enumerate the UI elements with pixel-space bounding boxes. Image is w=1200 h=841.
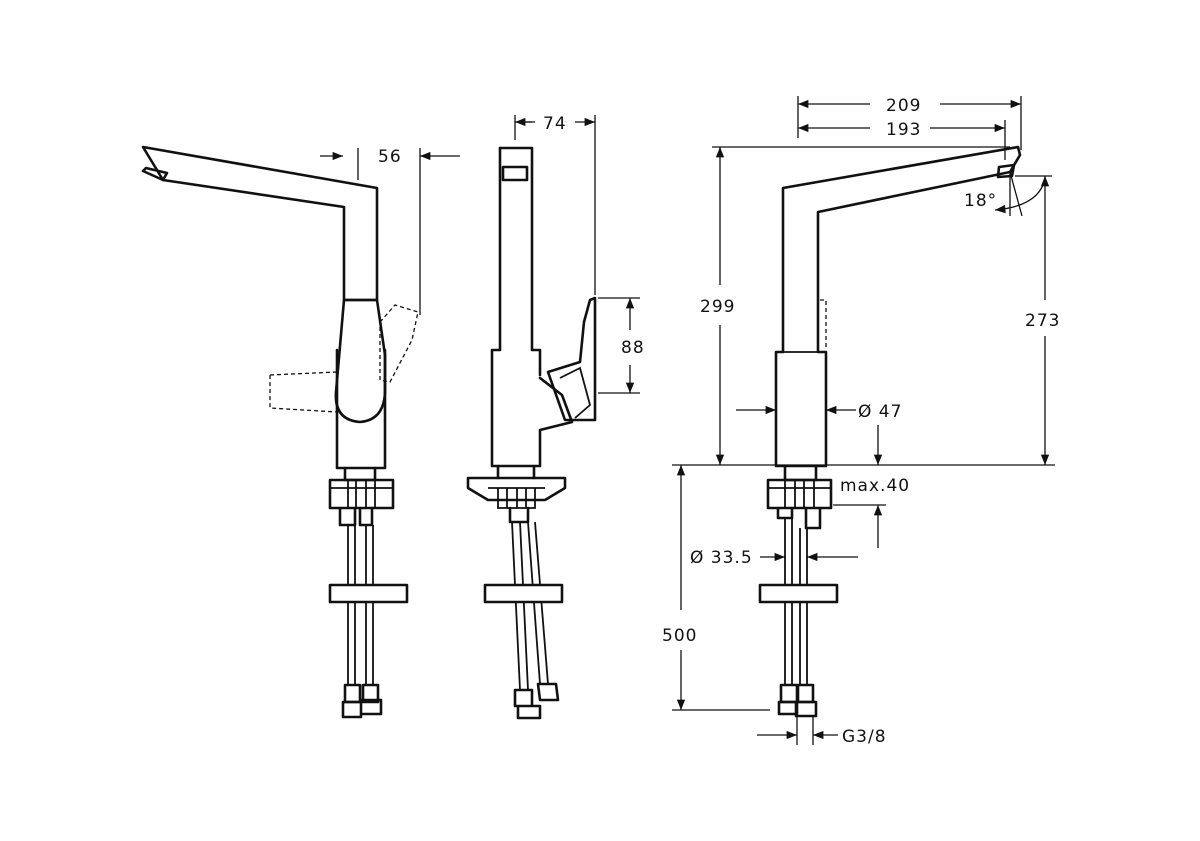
side-base [466, 476, 567, 502]
rear-break-line [758, 583, 839, 604]
dim-18-label: 18° [964, 191, 997, 211]
front-spout [141, 145, 379, 302]
rear-spout [774, 145, 1022, 468]
lever-alt-side [269, 371, 338, 413]
dim-56-label: 56 [378, 147, 402, 167]
dim-193-label: 193 [886, 120, 921, 140]
dim-g38-label: G3/8 [842, 727, 887, 747]
dim-d335-label: Ø 33.5 [690, 548, 753, 568]
dim-299-label: 299 [700, 297, 735, 317]
side-view: 74 88 [466, 114, 645, 720]
dim-273-label: 273 [1025, 311, 1060, 331]
front-body [335, 348, 387, 470]
rear-mount-nut [766, 478, 833, 510]
side-fittings [536, 682, 560, 702]
front-hoses [347, 525, 374, 685]
side-spout [498, 146, 542, 377]
lever-alt-up [379, 304, 419, 383]
front-view: 56 [141, 145, 460, 719]
dim-74-label: 74 [543, 114, 567, 134]
dim-500-label: 500 [662, 626, 697, 646]
side-break-line [483, 583, 564, 604]
side-lever [546, 296, 597, 422]
front-break-line [328, 583, 409, 604]
front-aerator [141, 166, 169, 182]
front-fittings [341, 698, 383, 719]
dim-88-label: 88 [621, 338, 645, 358]
dim-max40-label: max.40 [840, 476, 910, 496]
dim-d47-label: Ø 47 [858, 402, 902, 422]
dim-209-label: 209 [886, 96, 921, 116]
front-lever [334, 298, 387, 424]
rear-fittings [777, 700, 818, 718]
side-hoses [511, 521, 549, 691]
front-mount-nut [328, 478, 395, 510]
rear-view: 209 193 18° 299 273 [662, 96, 1060, 747]
